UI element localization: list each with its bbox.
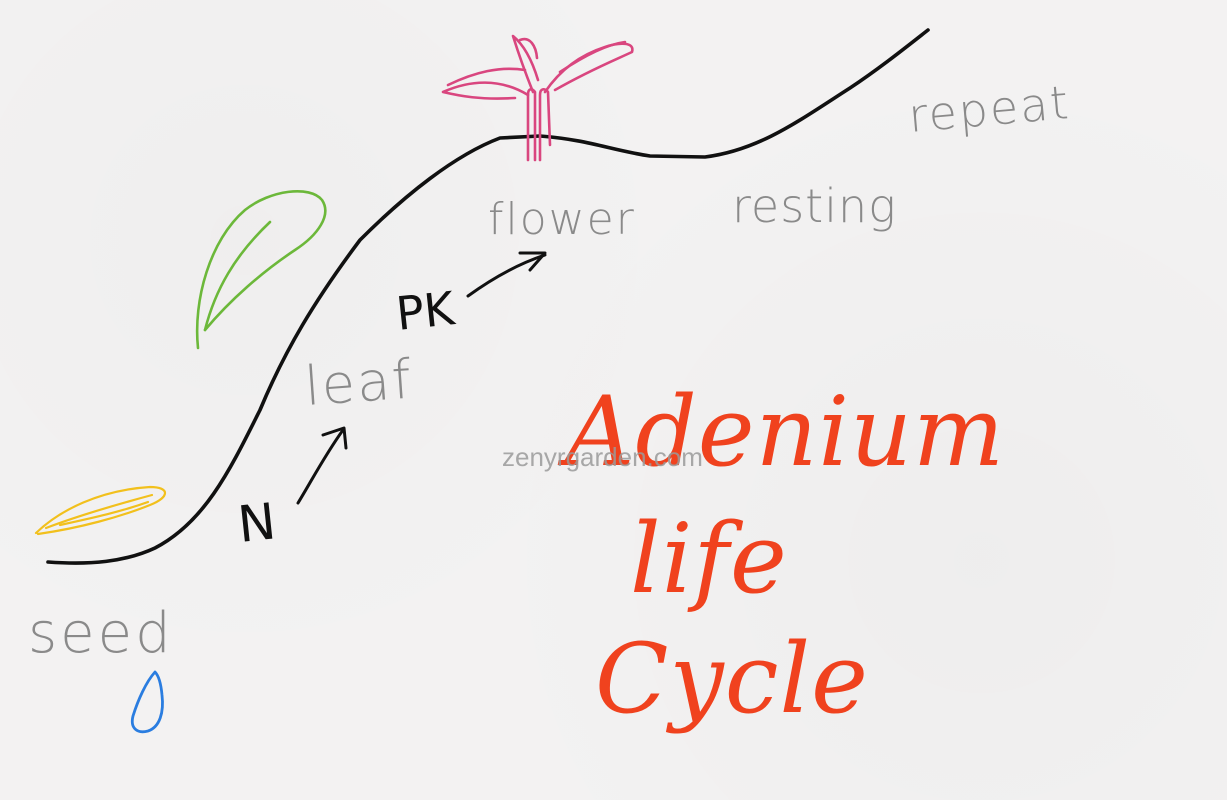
watermark: zenyrgarden.com <box>502 442 703 472</box>
title-line-3: Cycle <box>595 623 869 735</box>
leaf-icon <box>195 189 327 350</box>
growth-curve <box>46 28 930 565</box>
leaf-label: leaf <box>303 348 415 418</box>
flower-label: flower <box>488 194 636 245</box>
pk-label: PK <box>394 281 459 341</box>
sprout-icon <box>34 485 167 536</box>
arrow-icon <box>466 251 547 298</box>
flower-icon <box>441 34 634 162</box>
resting-label: resting <box>732 179 897 233</box>
title-line-2: life <box>630 503 788 615</box>
seed-icon <box>130 670 164 734</box>
seed-label: seed <box>28 601 174 666</box>
n-label: N <box>235 492 278 554</box>
title-line-1: Adenium <box>557 376 1005 488</box>
repeat-label: repeat <box>906 75 1072 143</box>
arrow-icon <box>296 426 348 505</box>
